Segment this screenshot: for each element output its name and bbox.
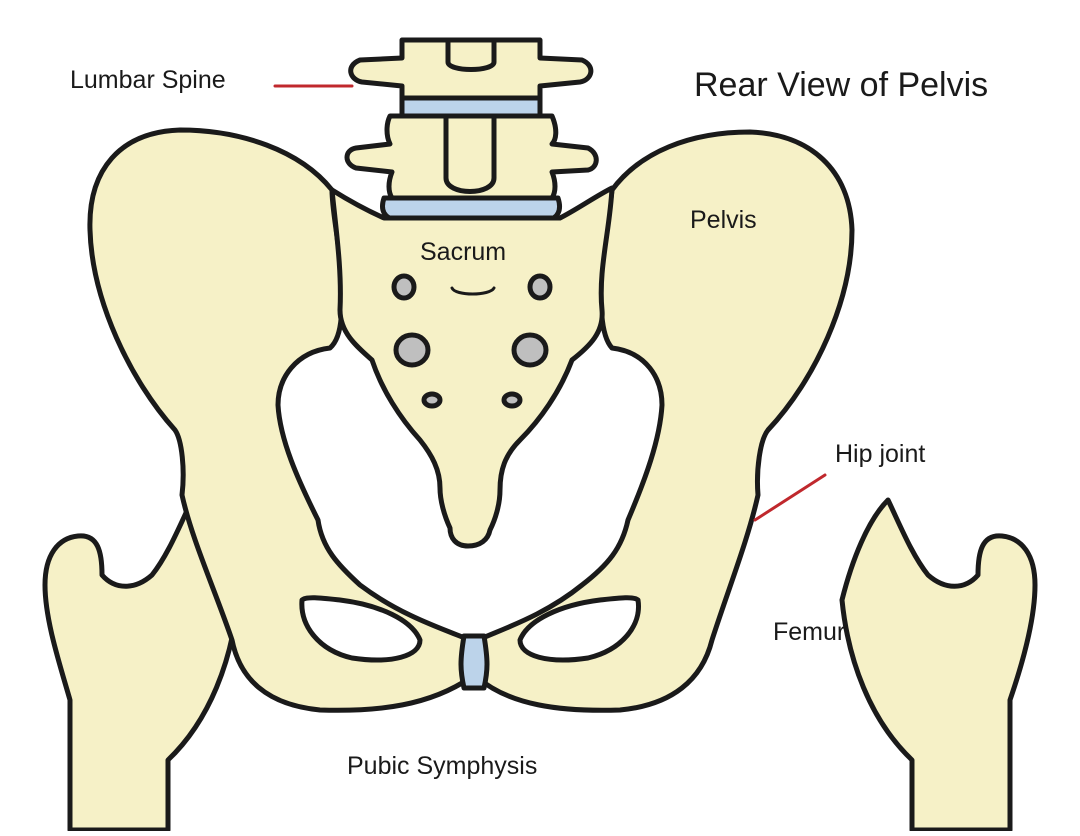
lower-spinous-process (443, 113, 497, 194)
left-obturator-foramen (299, 595, 423, 663)
sacral-foramen-3-left (421, 391, 443, 409)
label-sacrum: Sacrum (420, 238, 507, 266)
sacral-foramen-1-right (527, 273, 553, 301)
label-pelvis: Pelvis (690, 206, 757, 234)
right-hip-bone (475, 129, 855, 713)
diagram-title: Rear View of Pelvis (694, 66, 989, 104)
sacral-foramen-3-right (501, 391, 523, 409)
pubic-symphysis-cartilage (458, 633, 490, 691)
label-lumbar-spine: Lumbar Spine (70, 66, 226, 94)
sacral-crest-mark (450, 286, 496, 296)
sacral-foramen-2-right (511, 332, 549, 368)
label-pubic-symphysis: Pubic Symphysis (347, 752, 538, 780)
label-hip-joint: Hip joint (835, 440, 926, 468)
right-obturator-foramen (517, 595, 641, 663)
sacral-foramen-1-left (391, 273, 417, 301)
right-femur (839, 497, 1038, 833)
left-hip-bone (87, 127, 473, 713)
upper-spinous-process (445, 37, 497, 72)
label-femur: Femur (773, 618, 846, 646)
hip-joint-leader (753, 473, 827, 522)
sacral-foramen-2-left (393, 332, 431, 368)
